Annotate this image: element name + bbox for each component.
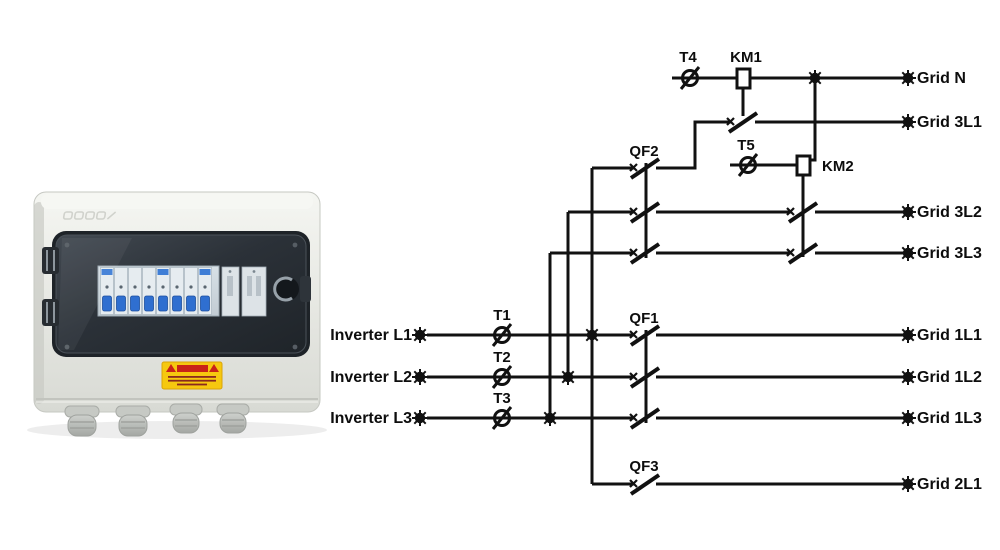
enclosure-top-face — [41, 194, 313, 209]
breaker-module — [128, 267, 142, 315]
label-t1: T1 — [493, 307, 511, 324]
door-latch — [273, 276, 311, 302]
label-inverter-l2: Inverter L2 — [330, 369, 412, 386]
junction-n-km2 — [806, 69, 824, 87]
glass-reflection — [58, 238, 132, 350]
label-grid-2l1: Grid 2L1 — [917, 476, 982, 493]
km2-contact-blade-3l3 — [787, 242, 819, 265]
breaker-qf2 — [629, 157, 661, 265]
junction-l1-tap — [583, 326, 601, 344]
qf3-fixed-contact — [629, 479, 638, 488]
label-grid-1l1: Grid 1L1 — [917, 327, 982, 344]
label-grid-3l1: Grid 3L1 — [917, 114, 982, 131]
contactor-km2 — [786, 154, 819, 265]
spd-module — [241, 266, 267, 317]
warning-label — [161, 361, 223, 390]
breaker-module — [156, 267, 170, 315]
breaker-module — [114, 267, 128, 315]
label-qf1: QF1 — [629, 310, 658, 327]
enclosure-left-face — [34, 202, 44, 404]
km1-coil — [735, 67, 752, 90]
terminal-grid-1l3 — [899, 409, 917, 427]
label-grid-3l3: Grid 3L3 — [917, 245, 982, 262]
label-t4: T4 — [679, 49, 697, 66]
cable-glands — [64, 403, 250, 437]
junction-l3-tap — [541, 409, 559, 427]
terminal-grid-2l1 — [899, 475, 917, 493]
wire-grid-3l1 — [656, 120, 908, 170]
km1-fixed-contact — [726, 117, 735, 126]
junction-l2-tap — [559, 368, 577, 386]
terminal-grid-n — [899, 69, 917, 87]
breaker-module — [184, 267, 198, 315]
label-inverter-l3: Inverter L3 — [330, 410, 412, 427]
ct-t3 — [491, 406, 513, 430]
ct-t4 — [679, 66, 701, 90]
window-screws — [64, 242, 298, 350]
terminal-inverter-l3 — [411, 409, 429, 427]
terminal-inverter-l1 — [411, 326, 429, 344]
label-qf3: QF3 — [629, 458, 658, 475]
terminal-grid-3l1 — [899, 113, 917, 131]
circuit-breakers — [100, 267, 212, 315]
breaker-qf3 — [629, 473, 661, 496]
label-grid-n: Grid N — [917, 70, 966, 87]
labels: Inverter L1 Inverter L2 Inverter L3 Grid… — [330, 49, 982, 493]
km1-contact-blade — [727, 111, 759, 134]
breaker-qf1 — [629, 324, 661, 430]
cable-gland — [216, 403, 250, 434]
label-qf2: QF2 — [629, 143, 658, 160]
ct-t5 — [737, 153, 759, 177]
km2-coil — [795, 154, 812, 177]
cable-gland — [64, 405, 100, 437]
brand-emboss — [62, 211, 117, 220]
ct-symbols — [491, 66, 759, 430]
terminals — [411, 69, 917, 493]
qf1-fixed-contacts — [629, 330, 638, 422]
label-grid-3l2: Grid 3L2 — [917, 204, 982, 221]
label-km2: KM2 — [822, 158, 854, 175]
ct-t1 — [491, 323, 513, 347]
label-t3: T3 — [493, 390, 511, 407]
spd-module — [221, 266, 240, 317]
cable-gland — [169, 403, 203, 434]
km2-contact-blade-3l2 — [787, 201, 819, 224]
breaker-module — [198, 267, 212, 315]
door-hinge — [42, 299, 59, 326]
terminal-grid-3l3 — [899, 244, 917, 262]
label-inverter-l1: Inverter L1 — [330, 327, 412, 344]
label-km1: KM1 — [730, 49, 762, 66]
wiring-schematic: Inverter L1 Inverter L2 Inverter L3 Grid… — [330, 49, 982, 496]
km2-fixed-contacts — [786, 207, 795, 257]
qf2-fixed-contacts — [629, 163, 638, 257]
label-grid-1l3: Grid 1L3 — [917, 410, 982, 427]
terminal-grid-3l2 — [899, 203, 917, 221]
surge-protector-modules — [221, 266, 267, 317]
contactor-km1 — [726, 67, 759, 134]
product-photo — [27, 191, 327, 439]
breaker-module — [100, 267, 114, 315]
wire-n-to-km2 — [810, 78, 817, 162]
label-t5: T5 — [737, 137, 755, 154]
terminal-grid-1l1 — [899, 326, 917, 344]
terminal-inverter-l2 — [411, 368, 429, 386]
breaker-module — [170, 267, 184, 315]
terminal-grid-1l2 — [899, 368, 917, 386]
cable-gland — [115, 405, 151, 437]
label-t2: T2 — [493, 349, 511, 366]
ct-t2 — [491, 365, 513, 389]
door-hinge — [42, 247, 59, 274]
breaker-module — [142, 267, 156, 315]
label-grid-1l2: Grid 1L2 — [917, 369, 982, 386]
